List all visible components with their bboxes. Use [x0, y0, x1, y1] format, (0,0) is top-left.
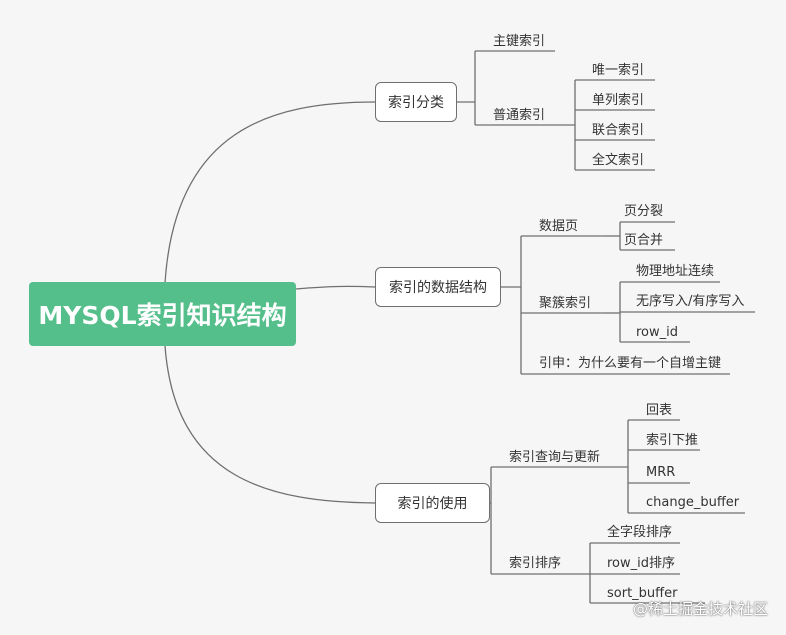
node-rowid-sort[interactable]: row_id排序 [607, 556, 676, 571]
branch-structure[interactable]: 索引的数据结构 [375, 267, 501, 307]
node-fulltext-index[interactable]: 全文索引 [592, 153, 645, 168]
node-composite-index[interactable]: 联合索引 [592, 123, 645, 138]
node-primary-index[interactable]: 主键索引 [493, 34, 546, 49]
connector-root-usage [164, 345, 376, 504]
watermark: @稀土掘金技术社区 [632, 600, 768, 618]
node-back-to-table[interactable]: 回表 [646, 403, 673, 418]
node-physical-contiguous[interactable]: 物理地址连续 [636, 264, 715, 279]
node-sort-buffer[interactable]: sort_buffer [607, 586, 678, 601]
root-node[interactable]: MYSQL索引知识结构 [29, 282, 296, 346]
node-query-update[interactable]: 索引查询与更新 [509, 450, 601, 465]
node-page-split[interactable]: 页分裂 [624, 204, 664, 219]
connector-root-structure [295, 285, 376, 290]
node-write-order[interactable]: 无序写入/有序写入 [636, 294, 745, 309]
node-auto-increment-note[interactable]: 引申：为什么要有一个自增主键 [539, 356, 722, 371]
node-full-field-sort[interactable]: 全字段排序 [607, 525, 673, 540]
node-unique-index[interactable]: 唯一索引 [592, 63, 645, 78]
node-row-id[interactable]: row_id [636, 325, 679, 340]
node-normal-index[interactable]: 普通索引 [493, 108, 546, 123]
connector-root-classification [164, 101, 376, 284]
node-change-buffer[interactable]: change_buffer [646, 495, 740, 510]
node-page-merge[interactable]: 页合并 [624, 233, 664, 248]
branch-usage[interactable]: 索引的使用 [375, 483, 490, 523]
node-clustered-index[interactable]: 聚簇索引 [539, 296, 592, 311]
node-single-column-index[interactable]: 单列索引 [592, 93, 645, 108]
node-index-pushdown[interactable]: 索引下推 [646, 433, 699, 448]
node-data-page[interactable]: 数据页 [539, 219, 579, 234]
node-mrr[interactable]: MRR [646, 465, 676, 480]
branch-classification[interactable]: 索引分类 [375, 82, 457, 122]
node-index-sort[interactable]: 索引排序 [509, 556, 562, 571]
